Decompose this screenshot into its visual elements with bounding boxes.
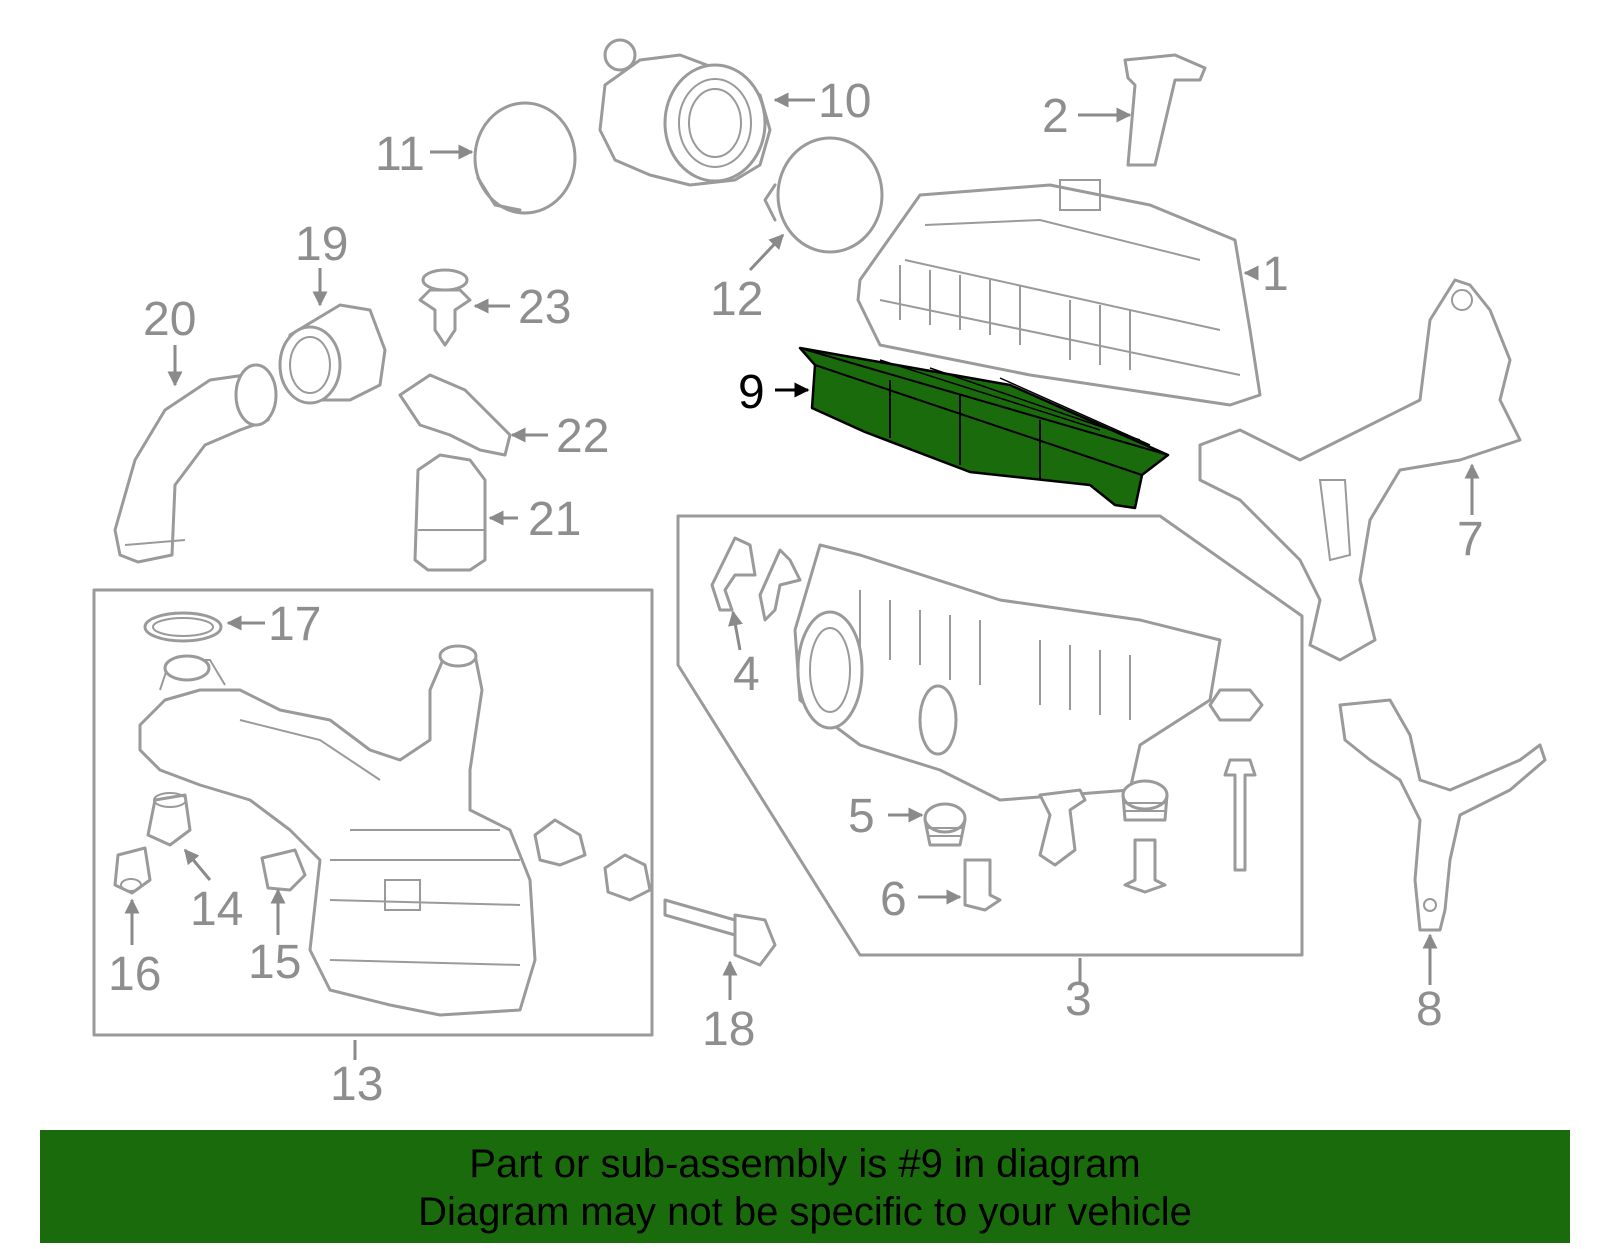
part-17-o-ring bbox=[143, 611, 223, 643]
part-6-collar bbox=[963, 858, 1002, 912]
part-8-bracket bbox=[1338, 698, 1547, 932]
part-22-bracket bbox=[398, 373, 512, 457]
banner-line-1: Part or sub-assembly is #9 in diagram bbox=[469, 1142, 1141, 1186]
part-16-grommet bbox=[113, 846, 152, 895]
callout-14: 14 bbox=[190, 883, 243, 936]
part-9-air-filter bbox=[798, 346, 1170, 510]
part-4-clips bbox=[710, 536, 802, 622]
callout-22: 22 bbox=[556, 410, 609, 463]
callout-8: 8 bbox=[1416, 983, 1443, 1036]
part-1-air-box-cover bbox=[856, 179, 1262, 407]
callout-18: 18 bbox=[702, 1003, 755, 1056]
callout-3: 3 bbox=[1065, 973, 1092, 1026]
callout-20: 20 bbox=[143, 293, 196, 346]
group-box-13 bbox=[92, 588, 654, 1037]
part-13-plugs bbox=[533, 818, 652, 902]
callout-1: 1 bbox=[1262, 248, 1289, 301]
part-19-coupler bbox=[278, 303, 387, 405]
group-box-3 bbox=[676, 514, 1304, 957]
callout-19: 19 bbox=[295, 218, 348, 271]
callout-9: 9 bbox=[738, 366, 765, 419]
part-2-sensor bbox=[1123, 53, 1207, 167]
part-20-duct bbox=[113, 363, 278, 564]
callout-21: 21 bbox=[528, 493, 581, 546]
part-13-resonator bbox=[138, 644, 537, 1017]
callout-6: 6 bbox=[880, 873, 907, 926]
part-12-clamp bbox=[763, 136, 884, 254]
part-21-sleeve bbox=[413, 453, 487, 572]
callout-10: 10 bbox=[818, 75, 871, 128]
callout-5: 5 bbox=[848, 790, 875, 843]
part-5-grommet bbox=[923, 802, 967, 847]
callout-17: 17 bbox=[268, 598, 321, 651]
callout-7: 7 bbox=[1457, 513, 1484, 566]
part-10-intake-elbow bbox=[598, 38, 772, 187]
callout-23: 23 bbox=[518, 281, 571, 334]
part-3-lower-air-box bbox=[793, 543, 1222, 802]
callout-16: 16 bbox=[108, 948, 161, 1001]
leader-lines bbox=[124, 92, 1480, 1060]
part-23-push-clip bbox=[418, 268, 472, 347]
banner-line-2: Diagram may not be specific to your vehi… bbox=[418, 1190, 1192, 1234]
callout-11: 11 bbox=[375, 128, 425, 181]
part-15-cap bbox=[260, 848, 307, 892]
part-18-bolt bbox=[663, 898, 777, 967]
part-3-hardware bbox=[1038, 688, 1264, 894]
info-banner: Part or sub-assembly is #9 in diagram Di… bbox=[40, 1130, 1570, 1243]
callout-13: 13 bbox=[330, 1058, 383, 1111]
callout-4: 4 bbox=[733, 648, 760, 701]
callout-15: 15 bbox=[248, 936, 301, 989]
callout-2: 2 bbox=[1042, 90, 1069, 143]
part-14-grommet bbox=[146, 792, 192, 847]
part-7-bracket bbox=[1198, 278, 1522, 662]
callout-labels: 1 2 3 4 5 6 7 8 9 10 11 12 13 14 15 16 1… bbox=[108, 75, 1484, 1111]
callout-12: 12 bbox=[710, 273, 763, 326]
part-11-clamp bbox=[473, 101, 577, 215]
